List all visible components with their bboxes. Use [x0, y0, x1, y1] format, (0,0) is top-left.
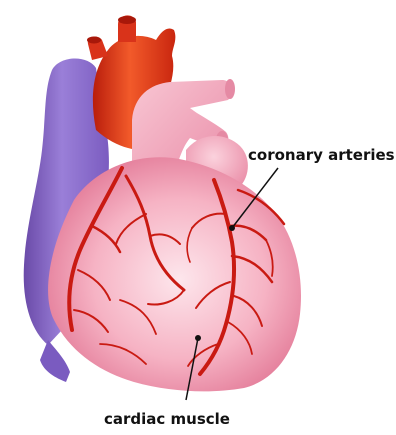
coronary-arteries-pointer-dot — [229, 225, 235, 231]
cardiac-muscle-pointer-dot — [195, 335, 201, 341]
label-coronary-arteries: coronary arteries — [248, 146, 395, 164]
label-cardiac-muscle: cardiac muscle — [104, 410, 230, 428]
